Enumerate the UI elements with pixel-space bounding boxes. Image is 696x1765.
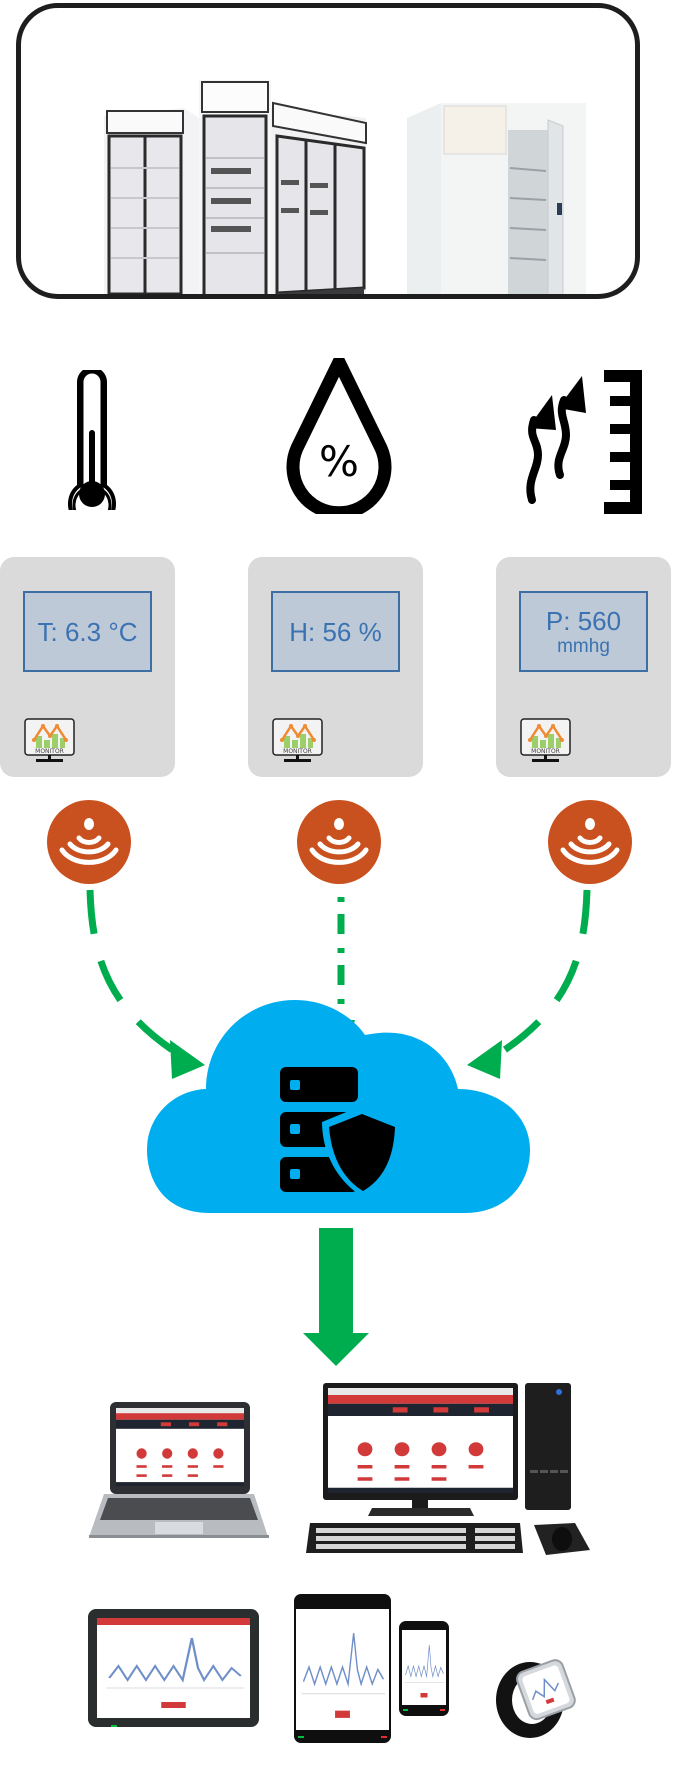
pressure-unit: mmhg bbox=[557, 635, 610, 657]
pressure-icon bbox=[526, 370, 642, 514]
temperature-reading: T: 6.3 °C bbox=[37, 616, 138, 647]
fridge-two-door bbox=[104, 108, 199, 294]
sensor-display-humidity: H: 56 % bbox=[271, 591, 400, 672]
humidity-drop-icon: % bbox=[286, 358, 392, 514]
smartwatch-icon bbox=[496, 1659, 576, 1738]
arrowhead-right bbox=[467, 1040, 502, 1079]
arrow-down-to-devices bbox=[303, 1228, 369, 1366]
refrigerators-illustration bbox=[104, 80, 586, 294]
sensor-display-pressure: P: 560 mmhg bbox=[519, 591, 648, 672]
data-flow-diagram bbox=[0, 790, 696, 1366]
smartphone-icon bbox=[399, 1621, 449, 1716]
monitor-logo-icon: MONITOR bbox=[272, 718, 323, 762]
arrow-left-dashed bbox=[86, 889, 182, 1058]
sensor-display-temperature: T: 6.3 °C bbox=[23, 591, 152, 672]
fridge-three-door bbox=[271, 101, 367, 294]
laptop-icon bbox=[89, 1402, 269, 1538]
percent-glyph: % bbox=[319, 437, 359, 486]
tablet-portrait-icon bbox=[294, 1594, 391, 1743]
desktop-computer-icon bbox=[306, 1383, 590, 1555]
fridge-single-door bbox=[199, 80, 271, 294]
sensor-card-temperature: T: 6.3 °C MONITOR bbox=[0, 557, 175, 777]
logo-text: MONITOR bbox=[283, 748, 312, 755]
monitor-logo-icon: MONITOR bbox=[24, 718, 75, 762]
wireless-transmitter-icon bbox=[297, 800, 381, 884]
sensor-card-pressure: P: 560 mmhg MONITOR bbox=[496, 557, 671, 777]
tablet-landscape-icon bbox=[88, 1609, 259, 1727]
client-devices bbox=[88, 1383, 590, 1743]
logo-text: MONITOR bbox=[531, 748, 560, 755]
humidity-reading: H: 56 % bbox=[289, 616, 382, 647]
wireless-transmitter-icon bbox=[47, 800, 131, 884]
thermometer-icon bbox=[68, 370, 116, 510]
sensor-card-humidity: H: 56 % MONITOR bbox=[248, 557, 423, 777]
cloud-icon bbox=[147, 1000, 530, 1213]
cold-room bbox=[407, 103, 586, 294]
pressure-reading: P: 560 bbox=[545, 605, 622, 636]
arrowhead-left bbox=[170, 1040, 205, 1079]
monitor-logo-icon: MONITOR bbox=[520, 718, 571, 762]
secure-server-icon bbox=[280, 1067, 398, 1197]
wireless-transmitter-icon bbox=[548, 800, 632, 884]
logo-text: MONITOR bbox=[35, 748, 64, 755]
equipment-frame bbox=[16, 3, 640, 299]
arrow-right-dashed bbox=[495, 889, 591, 1058]
